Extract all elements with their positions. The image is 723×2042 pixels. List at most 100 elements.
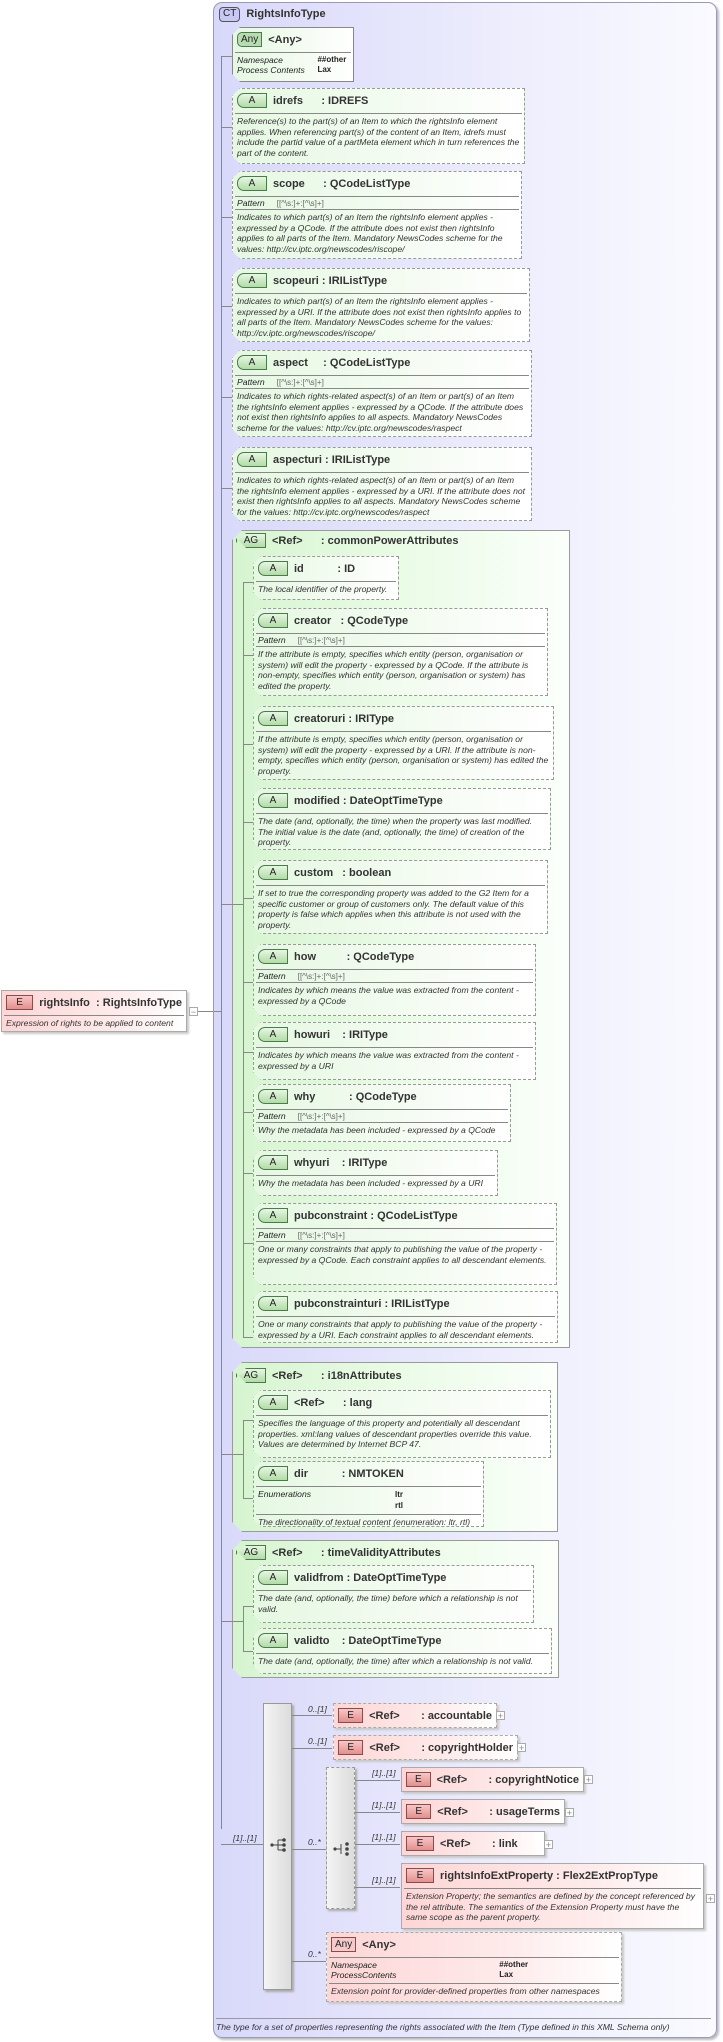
expand-icon[interactable]: + bbox=[565, 1808, 574, 1818]
attribute-description: If the attribute is empty, specifies whi… bbox=[258, 649, 529, 691]
attribute-icon: A bbox=[258, 865, 288, 880]
expand-icon[interactable]: + bbox=[496, 1711, 505, 1721]
element-link[interactable]: E <Ref> : link bbox=[401, 1831, 545, 1856]
attribute-description: Indicates to which part(s) of an Item th… bbox=[237, 212, 503, 254]
enumerations-label: Enumerations bbox=[258, 1489, 312, 1499]
collapse-icon[interactable]: − bbox=[189, 1007, 198, 1017]
cardinality: 0..[1] bbox=[308, 1736, 327, 1746]
attribute-group-icon: AG bbox=[236, 1368, 266, 1383]
attribute-description: Why the metadata has been included - exp… bbox=[258, 1125, 496, 1135]
cardinality: 0..[1] bbox=[308, 1704, 327, 1714]
element-usageterms[interactable]: E<Ref> : usageTerms bbox=[401, 1799, 565, 1824]
element-icon: E bbox=[338, 1740, 364, 1755]
attribute-name: modified : DateOptTimeType bbox=[294, 794, 443, 807]
cardinality: [1]..[1] bbox=[372, 1800, 396, 1810]
attribute-icon: A bbox=[258, 711, 288, 726]
attribute-name: validfrom : DateOptTimeType bbox=[294, 1571, 447, 1584]
any-name: <Any> bbox=[268, 33, 302, 46]
attribute-description: If set to true the corresponding propert… bbox=[258, 888, 529, 930]
sequence-cardinality: [1]..[1] bbox=[233, 1833, 257, 1843]
element-icon: E bbox=[406, 1772, 431, 1787]
pattern-value: [[^\s:]+:[^\s]+] bbox=[297, 1230, 345, 1240]
choice-compositor[interactable] bbox=[326, 1767, 355, 1909]
element-name: <Ref> : link bbox=[440, 1837, 518, 1850]
pattern-value: [[^\s:]+:[^\s]+] bbox=[276, 377, 324, 387]
prop-key: Namespace bbox=[237, 55, 283, 65]
sequence-compositor[interactable] bbox=[263, 1703, 292, 1990]
root-element-rightsinfo[interactable]: E rightsInfo : RightsInfoType Expression… bbox=[1, 990, 187, 1032]
cardinality: [1]..[1] bbox=[372, 1875, 396, 1885]
any-wildcard-top[interactable]: Any <Any> Namespace##other Process Conte… bbox=[232, 27, 354, 82]
element-name: <Ref> : accountable bbox=[369, 1709, 492, 1722]
attribute-icon: A bbox=[258, 1089, 288, 1104]
attribute-icon: A bbox=[258, 1395, 288, 1410]
attribute-description: Indicates to which part(s) of an Item th… bbox=[237, 296, 522, 338]
attribute-description: If the attribute is empty, specifies whi… bbox=[258, 734, 549, 776]
element-name: <Ref> : copyrightHolder bbox=[369, 1741, 513, 1754]
complex-type-description: The type for a set of properties represe… bbox=[216, 2018, 711, 2032]
attribute-name: creator : QCodeType bbox=[294, 614, 409, 627]
any-wildcard-bottom[interactable]: Any<Any> Namespace##other ProcessContent… bbox=[326, 1932, 622, 2002]
element-icon: E bbox=[406, 1804, 432, 1819]
element-icon: E bbox=[406, 1836, 434, 1851]
attribute-icon: A bbox=[237, 93, 267, 108]
pattern-value: [[^\s:]+:[^\s]+] bbox=[297, 1111, 345, 1121]
expand-icon[interactable]: + bbox=[706, 1894, 715, 1904]
attribute-group-icon: AG bbox=[236, 533, 266, 548]
prop-value: ##other bbox=[499, 1960, 529, 1969]
element-copyrightnotice[interactable]: E<Ref> : copyrightNotice bbox=[401, 1767, 584, 1792]
attribute-icon: A bbox=[258, 793, 288, 808]
attribute-icon: A bbox=[237, 355, 267, 370]
attribute-description: Reference(s) to the part(s) of an Item t… bbox=[237, 116, 520, 158]
pattern-value: [[^\s:]+:[^\s]+] bbox=[276, 198, 324, 208]
attribute-description: Indicates by which means the value was e… bbox=[258, 985, 519, 1006]
attribute-description: Why the metadata has been included - exp… bbox=[258, 1178, 483, 1188]
expand-icon[interactable]: + bbox=[517, 1743, 526, 1753]
prop-key: Namespace bbox=[331, 1960, 377, 1970]
element-copyrightholder[interactable]: E <Ref> : copyrightHolder bbox=[333, 1735, 518, 1760]
attribute-name: validto : DateOptTimeType bbox=[294, 1634, 442, 1647]
attribute-name: creatoruri : IRIType bbox=[294, 712, 395, 725]
pattern-label: Pattern bbox=[258, 971, 286, 981]
attribute-name: scope : QCodeListType bbox=[273, 177, 411, 190]
attribute-name: pubconstraint : QCodeListType bbox=[294, 1209, 458, 1222]
any-description: Extension point for provider-defined pro… bbox=[331, 1986, 600, 1996]
prop-key: Process Contents bbox=[237, 65, 305, 75]
element-icon: E bbox=[406, 1868, 434, 1883]
attribute-description: The date (and, optionally, the time) bef… bbox=[258, 1593, 518, 1614]
attribute-name: aspect : QCodeListType bbox=[273, 356, 411, 369]
attribute-description: One or many constraints that apply to pu… bbox=[258, 1319, 543, 1340]
pattern-label: Pattern bbox=[237, 198, 265, 208]
attribute-description: One or many constraints that apply to pu… bbox=[258, 1244, 547, 1265]
element-accountable[interactable]: E<Ref> : accountable bbox=[333, 1703, 497, 1728]
expand-icon[interactable]: + bbox=[584, 1775, 593, 1785]
attribute-lang[interactable]: A<Ref> : lang Specifies the language of … bbox=[253, 1390, 551, 1458]
enum-value: ltr bbox=[395, 1490, 404, 1499]
expand-icon[interactable]: + bbox=[544, 1840, 553, 1850]
attribute-group-name: <Ref> : commonPowerAttributes bbox=[272, 534, 459, 547]
attribute-name: idrefs : IDREFS bbox=[273, 94, 369, 107]
attribute-name: dir : NMTOKEN bbox=[294, 1467, 404, 1480]
attribute-group-header: AG <Ref> : i18nAttributes bbox=[236, 1368, 402, 1383]
complex-type-header: CT RightsInfoType bbox=[219, 6, 326, 22]
